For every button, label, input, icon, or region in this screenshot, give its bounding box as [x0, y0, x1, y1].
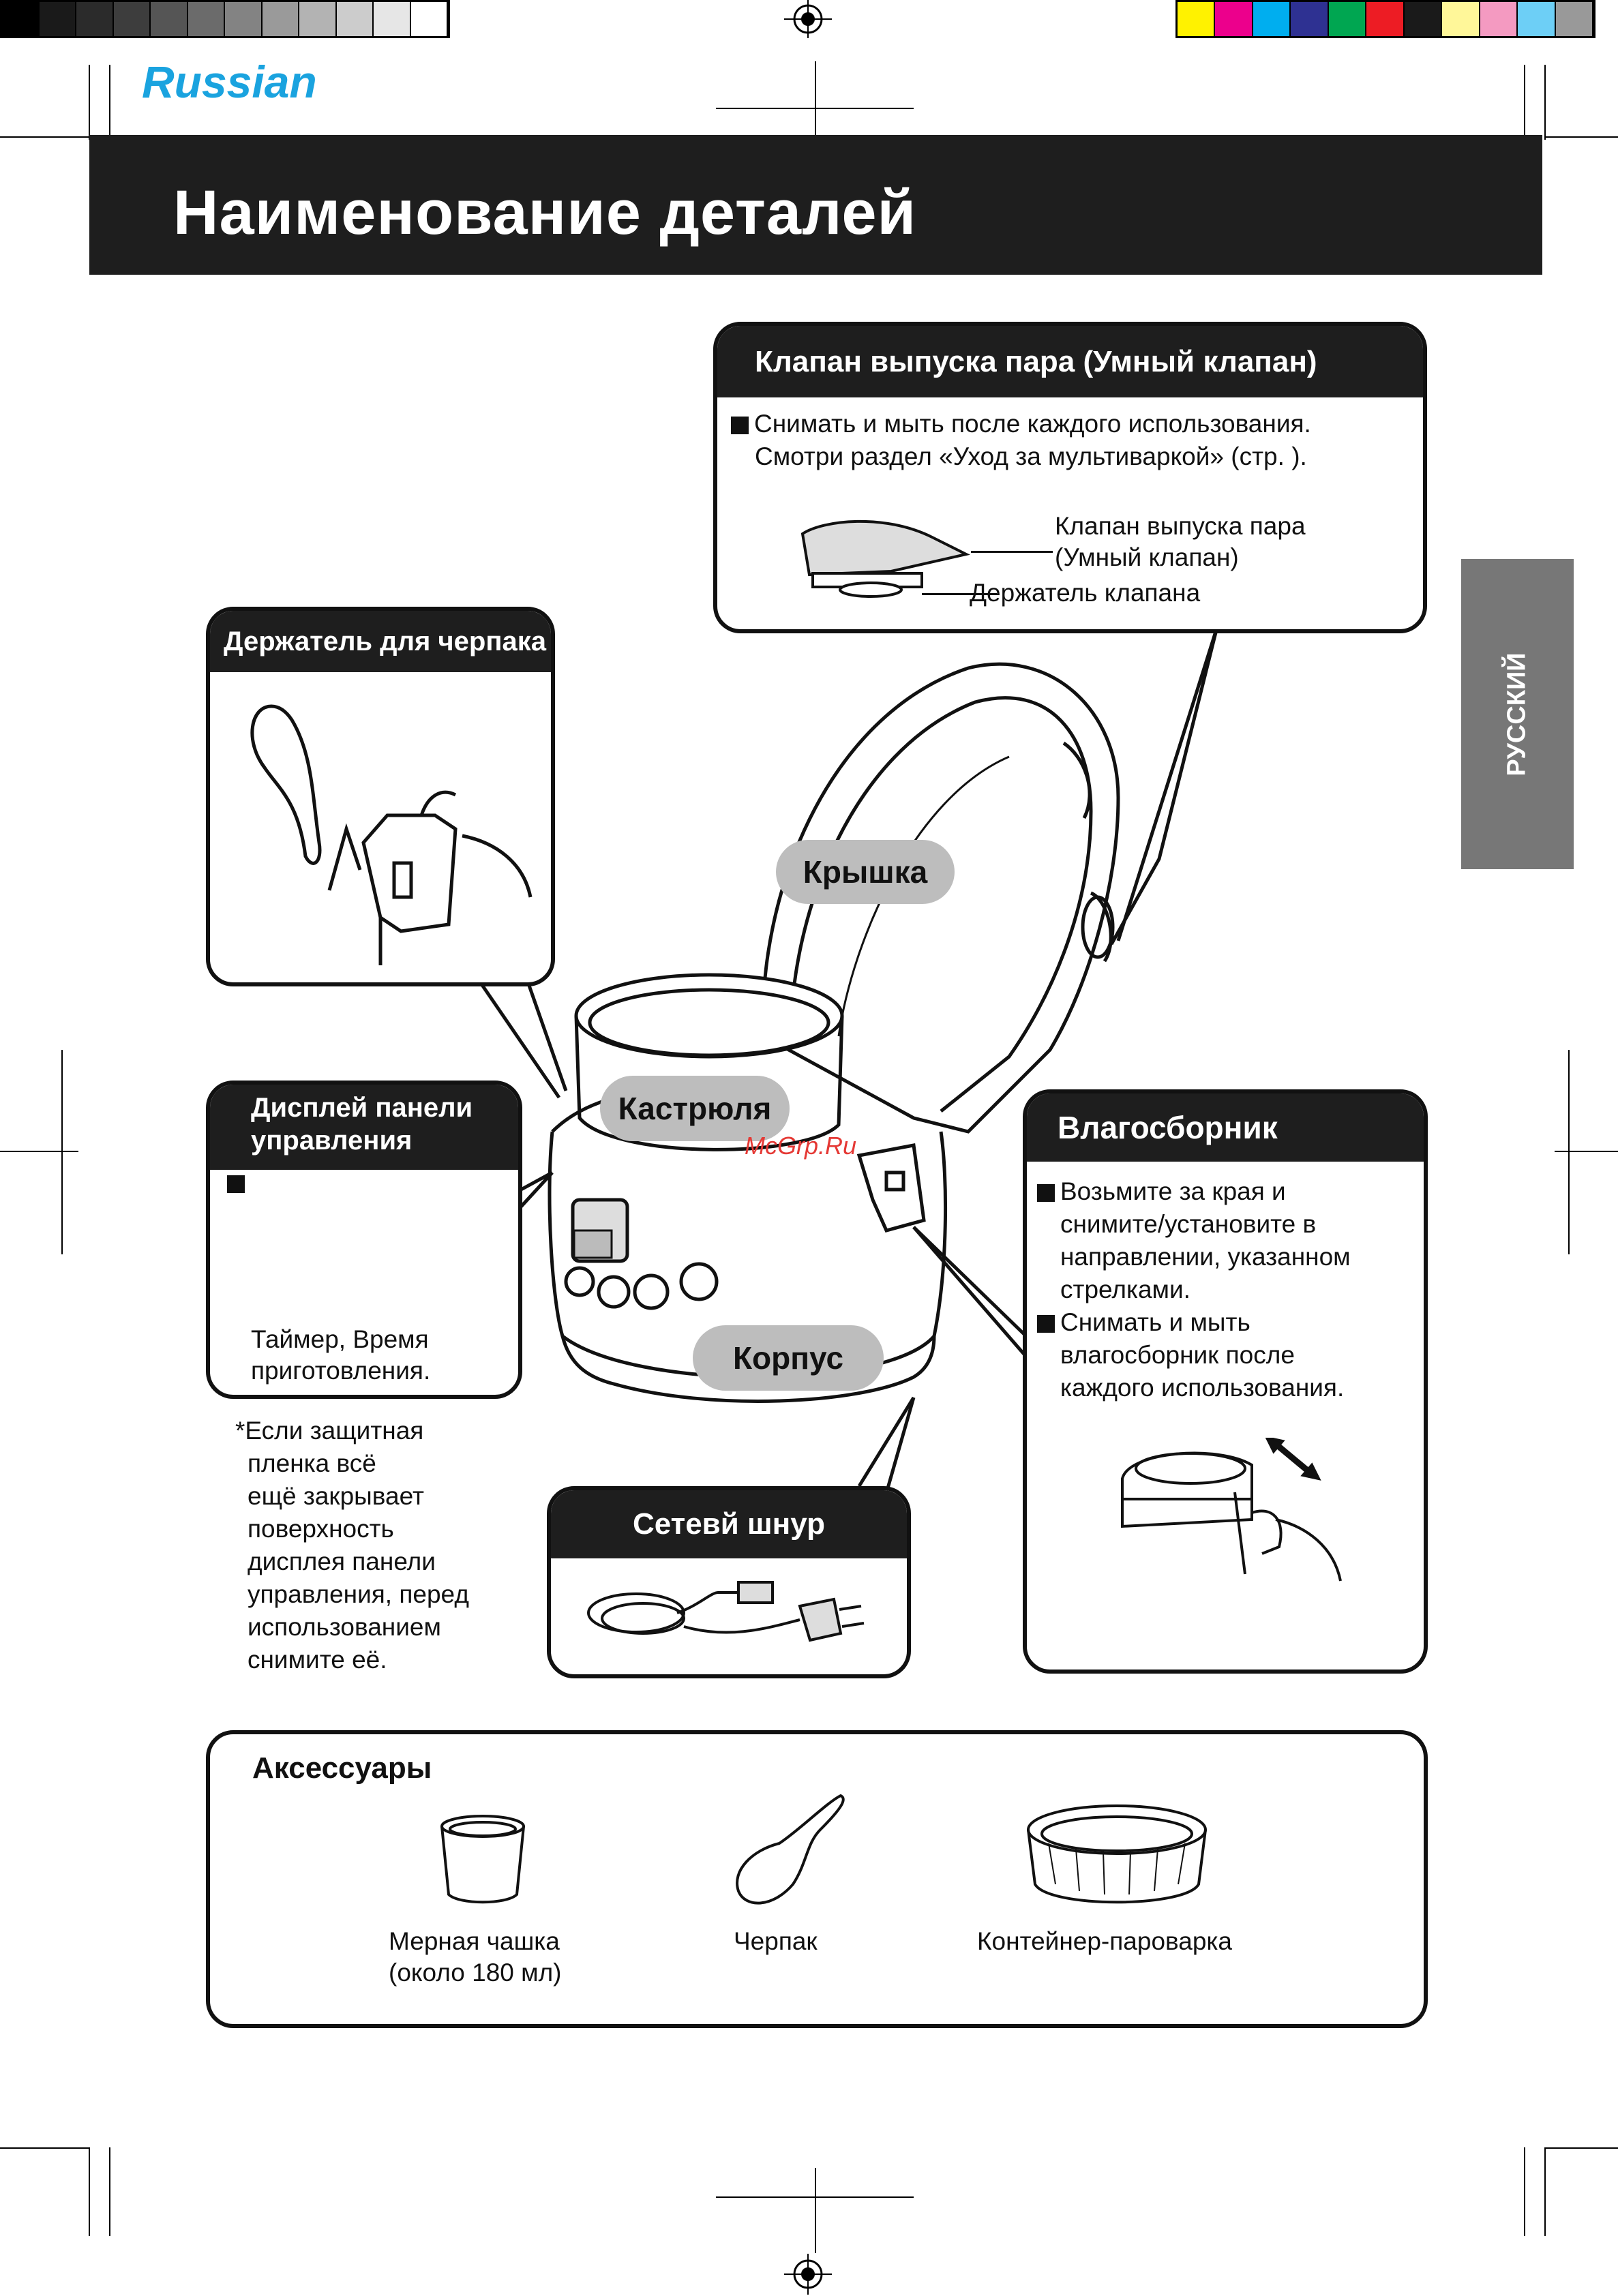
- crop-mark: [1544, 136, 1618, 138]
- body-label: Корпус: [693, 1325, 884, 1391]
- condensation-collector-callout: Влагосборник Возьмите за края и снимите/…: [1023, 1089, 1428, 1674]
- display-panel-line-2: приготовления.: [251, 1357, 431, 1385]
- bullet-square-icon: [1037, 1315, 1055, 1333]
- ladle-icon: [736, 1794, 845, 1905]
- steam-valve-title: Клапан выпуска пара (Умный клапан): [717, 326, 1423, 397]
- steam-valve-instruction-2: Смотри раздел «Уход за мультиваркой» (ст…: [755, 442, 1307, 470]
- color-swatch: [1518, 2, 1556, 36]
- power-cord-callout: Сетевй шнур: [547, 1486, 911, 1678]
- crop-mark: [716, 108, 914, 109]
- ladle-label: Черпак: [734, 1927, 818, 1955]
- crop-mark: [1524, 2147, 1525, 2236]
- display-panel-line-1: Таймер, Время: [251, 1325, 429, 1353]
- measuring-cup-capacity: (около 180 мл): [389, 1959, 562, 1987]
- steam-valve-callout: Клапан выпуска пара (Умный клапан) Снима…: [713, 322, 1427, 633]
- crop-mark: [109, 65, 110, 140]
- color-swatch: [1366, 2, 1405, 36]
- steamer-container-icon: [1027, 1804, 1207, 1904]
- condensation-instructions-b: Снимать и мыть влагосборник после каждог…: [1037, 1306, 1344, 1404]
- bullet-square-icon: [1037, 1184, 1055, 1203]
- accessories-title: Аксессуары: [252, 1751, 432, 1785]
- steam-valve-instruction-1: Снимать и мыть после каждого использован…: [731, 408, 1311, 440]
- color-swatch: [76, 2, 114, 36]
- ladle-holder-title: Держатель для черпака: [210, 611, 551, 672]
- steam-valve-label-sub: (Умный клапан): [1055, 543, 1239, 571]
- crop-mark: [1524, 65, 1525, 140]
- page-title: Наименование деталей: [173, 178, 917, 247]
- rice-cooker-illustration: [548, 662, 1120, 1403]
- power-cord-icon: [587, 1581, 865, 1642]
- measuring-cup-icon: [440, 1815, 525, 1904]
- crop-mark: [1568, 1050, 1570, 1254]
- watermark: McGrp.Ru: [745, 1132, 857, 1160]
- color-swatch: [299, 2, 337, 36]
- color-swatch: [1328, 2, 1367, 36]
- color-scale-bar: [1175, 0, 1595, 38]
- steamer-container-label: Контейнер-пароварка: [977, 1927, 1232, 1955]
- crop-mark: [815, 61, 816, 150]
- accessories-box: Аксессуары Мерная чашка (около 180 мл) Ч…: [206, 1730, 1428, 2028]
- registration-mark-bottom: [784, 2254, 832, 2295]
- crop-mark: [0, 1151, 78, 1152]
- bullet-square-icon: [731, 417, 749, 435]
- crop-mark: [61, 1050, 63, 1254]
- condensation-collector-title: Влагосборник: [1027, 1093, 1424, 1162]
- color-swatch: [2, 2, 40, 36]
- side-language-tab: РУССКИЙ: [1461, 559, 1574, 869]
- color-swatch: [1404, 2, 1443, 36]
- ladle-holder-callout: Держатель для черпака: [206, 607, 555, 986]
- color-swatch: [1253, 2, 1291, 36]
- color-swatch: [1442, 2, 1480, 36]
- color-swatch: [262, 2, 299, 36]
- crop-mark: [89, 65, 90, 140]
- color-swatch: [188, 2, 225, 36]
- display-panel-callout: Дисплей панели управления Таймер, Время …: [206, 1081, 522, 1399]
- crop-mark: [0, 136, 89, 138]
- side-tab-label: РУССКИЙ: [1502, 652, 1531, 776]
- crop-mark: [1555, 1151, 1618, 1152]
- protective-film-footnote: *Если защитная пленка всё ещё закрывает …: [235, 1417, 469, 1674]
- steam-valve-label: Клапан выпуска пара: [1055, 512, 1306, 540]
- crop-mark: [1544, 2147, 1546, 2236]
- valve-leader: [971, 551, 1053, 553]
- pot-label: Кастрюля: [600, 1076, 790, 1141]
- display-panel-title: Дисплей панели управления: [210, 1085, 518, 1170]
- crop-mark: [89, 2147, 90, 2236]
- color-swatch: [1555, 2, 1593, 36]
- color-swatch: [410, 2, 448, 36]
- lid-label: Крышка: [776, 840, 955, 904]
- crop-mark: [716, 2196, 914, 2198]
- condensation-instructions-a: Возьмите за края и снимите/установите в …: [1037, 1175, 1351, 1306]
- crop-mark: [109, 2147, 110, 2236]
- measuring-cup-label: Мерная чашка: [389, 1927, 560, 1955]
- crop-mark: [1544, 65, 1546, 140]
- gray-scale-bar: [0, 0, 450, 38]
- color-swatch: [225, 2, 263, 36]
- crop-mark: [815, 2168, 816, 2253]
- color-swatch: [374, 2, 411, 36]
- title-banner: Наименование деталей: [89, 135, 1542, 275]
- power-cord-title: Сетевй шнур: [551, 1490, 907, 1558]
- holder-leader: [922, 593, 997, 595]
- color-swatch: [1291, 2, 1329, 36]
- color-swatch: [1480, 2, 1518, 36]
- color-swatch: [39, 2, 76, 36]
- valve-holder-label: Держатель клапана: [970, 579, 1201, 607]
- color-swatch: [151, 2, 188, 36]
- steam-valve-icon: [800, 519, 970, 598]
- color-swatch: [1178, 2, 1216, 36]
- language-label: Russian: [142, 57, 317, 107]
- crop-mark: [1544, 2147, 1618, 2149]
- ladle-holder-illustration: [250, 704, 533, 965]
- color-swatch: [336, 2, 374, 36]
- color-swatch: [1215, 2, 1253, 36]
- registration-mark-top: [784, 0, 832, 38]
- crop-mark: [0, 2147, 89, 2149]
- condensation-removal-illustration: [1121, 1438, 1342, 1582]
- bullet-square-icon: [227, 1175, 245, 1193]
- color-swatch: [113, 2, 151, 36]
